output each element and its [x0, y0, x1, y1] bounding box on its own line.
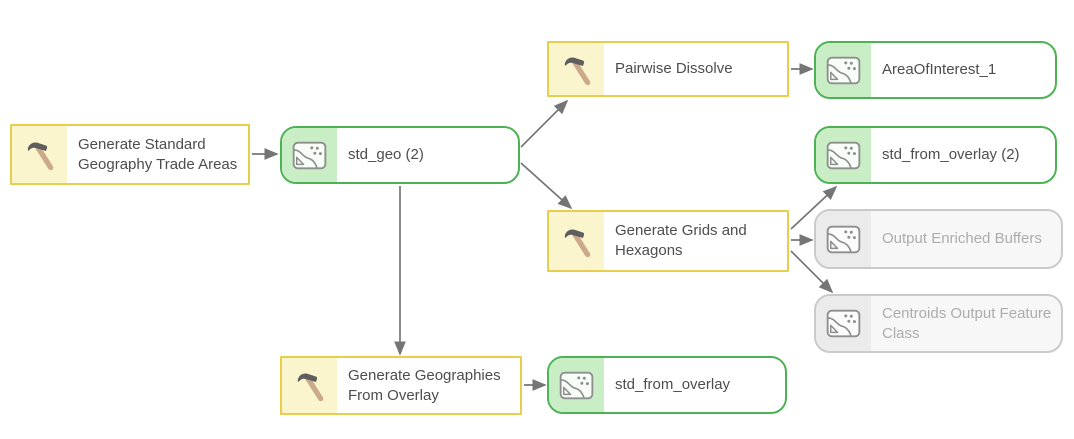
hammer-icon — [564, 56, 591, 85]
feature-class-icon — [826, 225, 861, 253]
data-icon-cell — [816, 128, 871, 182]
hammer-icon — [564, 228, 591, 257]
node-area-of-interest-1[interactable]: AreaOfInterest_1 — [814, 41, 1057, 99]
node-centroids-output-feature-class[interactable]: Centroids Output Feature Class — [814, 294, 1063, 353]
node-generate-grids-and-hexagons[interactable]: Generate Grids and Hexagons — [547, 210, 789, 272]
tool-icon-cell — [282, 358, 337, 413]
data-icon-cell — [816, 43, 871, 97]
node-label: Generate Grids and Hexagons — [615, 222, 747, 259]
data-icon-cell — [549, 358, 604, 412]
tool-icon-cell — [549, 43, 604, 95]
node-std-from-overlay[interactable]: std_from_overlay — [547, 356, 787, 414]
feature-class-icon — [292, 141, 327, 169]
node-label: Generate Standard Geography Trade Areas — [78, 135, 238, 173]
node-std-geo-2[interactable]: std_geo (2) — [280, 126, 520, 184]
data-icon-cell — [282, 128, 337, 182]
feature-class-icon — [559, 371, 594, 399]
tool-icon-cell — [549, 212, 604, 270]
node-label: std_from_overlay (2) — [882, 146, 1020, 164]
tool-icon-cell — [12, 126, 67, 183]
node-generate-standard-geography-trade-areas[interactable]: Generate Standard Geography Trade Areas — [10, 124, 250, 185]
node-pairwise-dissolve[interactable]: Pairwise Dissolve — [547, 41, 789, 97]
feature-class-icon — [826, 56, 861, 84]
data-icon-cell — [816, 296, 871, 351]
feature-class-icon — [826, 309, 861, 338]
node-label: Centroids Output Feature Class — [882, 304, 1052, 342]
node-label: Output Enriched Buffers — [882, 230, 1042, 248]
data-icon-cell — [816, 211, 871, 267]
connector-std-geo-2-to-generate-grids-and-hexagons[interactable] — [520, 162, 573, 210]
hammer-icon — [27, 142, 54, 171]
node-label: std_geo (2) — [348, 146, 424, 164]
node-label: Pairwise Dissolve — [615, 60, 733, 78]
node-std-from-overlay-2[interactable]: std_from_overlay (2) — [814, 126, 1057, 184]
connector-std-geo-2-to-pairwise-dissolve[interactable] — [520, 99, 569, 148]
hammer-icon — [297, 373, 324, 402]
node-label: Generate Geographies From Overlay — [348, 366, 501, 404]
node-generate-geographies-from-overlay[interactable]: Generate Geographies From Overlay — [280, 356, 522, 415]
node-label: std_from_overlay — [615, 376, 731, 394]
node-label: AreaOfInterest_1 — [882, 61, 997, 79]
node-output-enriched-buffers[interactable]: Output Enriched Buffers — [814, 209, 1063, 269]
feature-class-icon — [826, 141, 861, 169]
